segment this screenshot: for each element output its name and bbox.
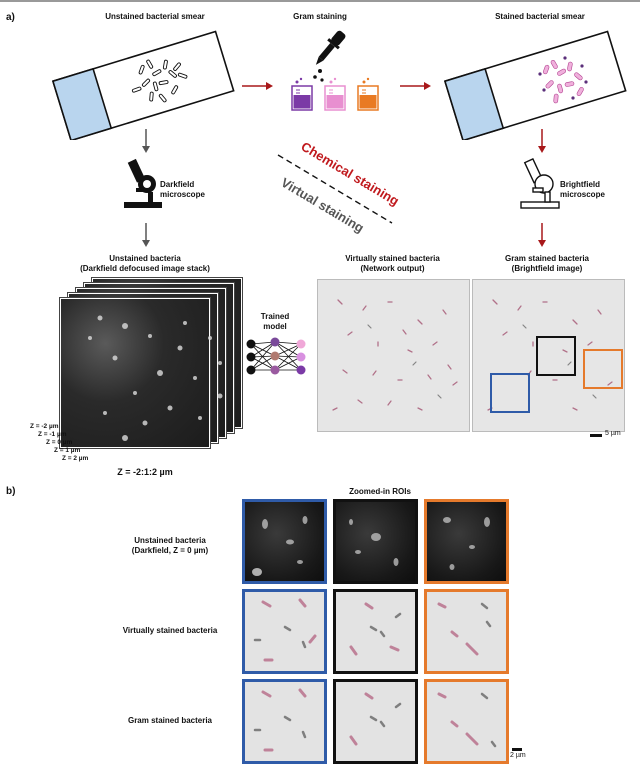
zoomed-rois-title: Zoomed-in ROIs: [349, 487, 411, 496]
scale-label-5um: 5 µm: [605, 430, 621, 437]
brightfield-microscope-icon: [520, 158, 560, 209]
arrow-to-brightfield: [538, 129, 546, 153]
row-unstained-label-2: (Darkfield, Z = 0 µm): [131, 546, 209, 555]
brightfield-label-1: Brightfield: [560, 180, 600, 189]
zoom-gram-black: [333, 679, 418, 764]
zoom-gram-orange: [424, 679, 509, 764]
neural-network-icon: [246, 337, 306, 375]
stained-slide: [443, 30, 627, 140]
roi-black: [536, 336, 576, 376]
gram-bacteria-title-2: (Brightfield image): [511, 264, 583, 273]
gram-bacteria-title-1: Gram stained bacteria: [504, 254, 590, 263]
unstained-slide: [51, 30, 235, 140]
z-label: Z = 0 µm: [46, 439, 73, 446]
zoom-virtual-black: [333, 589, 418, 674]
z-label: Z = -1 µm: [38, 431, 67, 438]
row-unstained-label-1: Unstained bacteria: [134, 536, 206, 545]
scale-bar-darkfield: [210, 457, 226, 460]
scale-label-2um: 2 µm: [510, 752, 526, 759]
virtual-bacteria-marks: [332, 299, 458, 411]
stack-bacteria-spots: [88, 315, 223, 441]
z-range-label: Z = -2:1:2 µm: [117, 467, 173, 477]
top-rule: [0, 0, 640, 2]
trained-model-label-2: model: [263, 322, 287, 331]
unstained-smear-title: Unstained bacterial smear: [105, 12, 205, 21]
z-label: Z = 1 µm: [54, 447, 81, 454]
roi-orange: [583, 349, 623, 389]
zoom-gram-blue: [242, 679, 327, 764]
zoom-darkfield-orange: [424, 499, 509, 584]
zoom-darkfield-blue: [242, 499, 327, 584]
arrow-to-stack: [142, 223, 150, 247]
arrow-to-gram-image: [538, 223, 546, 247]
darkfield-label-2: microscope: [160, 190, 205, 199]
scale-bar-2um: [512, 748, 522, 751]
gram-staining-title: Gram staining: [293, 12, 347, 21]
z-label: Z = -2 µm: [30, 423, 59, 430]
virtual-stain-image: [317, 279, 470, 432]
beaker-icons: [291, 77, 379, 111]
scale-bar-5um: [590, 434, 602, 437]
roi-blue: [490, 373, 530, 413]
darkfield-label-1: Darkfield: [160, 180, 195, 189]
staining-divider: Chemical staining Virtual staining: [277, 139, 402, 236]
virtual-bacteria-title-1: Virtually stained bacteria: [345, 254, 440, 263]
row-gram-label: Gram stained bacteria: [127, 716, 213, 725]
dropper-icon: [313, 30, 346, 82]
unstained-bacteria-title-2: (Darkfield defocused image stack): [80, 264, 210, 273]
arrow-to-darkfield: [142, 129, 150, 153]
staining-reagents: [291, 30, 379, 111]
brightfield-label-2: microscope: [560, 190, 605, 199]
arrow-to-staining: [242, 82, 273, 90]
trained-model-label-1: Trained: [260, 312, 290, 321]
unstained-bacteria-title-1: Unstained bacteria: [109, 254, 181, 263]
zoom-darkfield-black: [333, 499, 418, 584]
panel-b-letter: b): [6, 486, 16, 497]
scale-label-darkfield: 5 µm: [226, 453, 242, 460]
darkfield-microscope-icon: [124, 158, 162, 208]
arrow-to-stained: [400, 82, 431, 90]
z-label: Z = 2 µm: [62, 455, 89, 462]
virtual-bacteria-title-2: (Network output): [360, 264, 425, 273]
gram-stain-image: [472, 279, 625, 432]
row-virtual-label: Virtually stained bacteria: [122, 626, 218, 635]
zoom-virtual-orange: [424, 589, 509, 674]
stained-smear-title: Stained bacterial smear: [495, 12, 585, 21]
zoom-virtual-blue: [242, 589, 327, 674]
panel-a-letter: a): [6, 12, 15, 23]
